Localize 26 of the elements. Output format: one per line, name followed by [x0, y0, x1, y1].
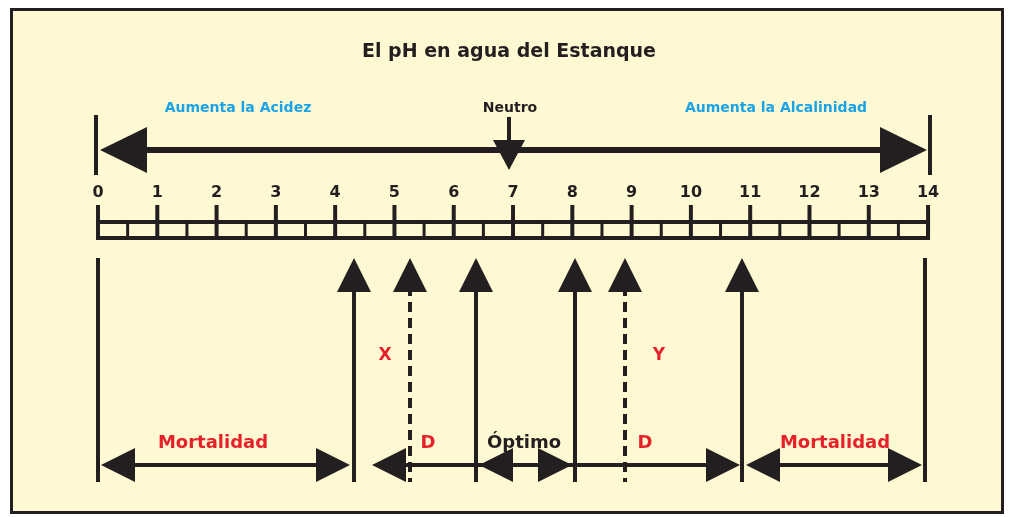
tick-number: 11 — [739, 184, 762, 200]
scale-caption: Aumenta la Acidez — [164, 100, 312, 114]
tick-number: 4 — [329, 184, 341, 200]
tick-number: 9 — [626, 184, 638, 200]
zone-label: Mortalidad — [779, 433, 891, 451]
tick-number: 0 — [92, 184, 104, 200]
tick-number: 12 — [798, 184, 821, 200]
title: El pH en agua del Estanque — [362, 40, 656, 60]
zone-letter: Y — [652, 345, 666, 363]
zone-letter: D — [637, 433, 653, 451]
tick-number: 2 — [211, 184, 223, 200]
tick-number: 5 — [388, 184, 400, 200]
zone-letter: D — [420, 433, 436, 451]
tick-number: 6 — [448, 184, 460, 200]
tick-number: 3 — [270, 184, 282, 200]
tick-number: 1 — [151, 184, 163, 200]
tick-number: 7 — [507, 184, 519, 200]
tick-number: 13 — [857, 184, 880, 200]
zone-letter: X — [378, 345, 392, 363]
tick-number: 14 — [916, 184, 940, 200]
zone-label: Mortalidad — [157, 433, 269, 451]
tick-number: 10 — [679, 184, 702, 200]
scale-caption: Aumenta la Alcalinidad — [684, 100, 868, 114]
zone-label: Óptimo — [486, 433, 562, 451]
scale-caption: Neutro — [482, 100, 538, 114]
tick-number: 8 — [566, 184, 578, 200]
